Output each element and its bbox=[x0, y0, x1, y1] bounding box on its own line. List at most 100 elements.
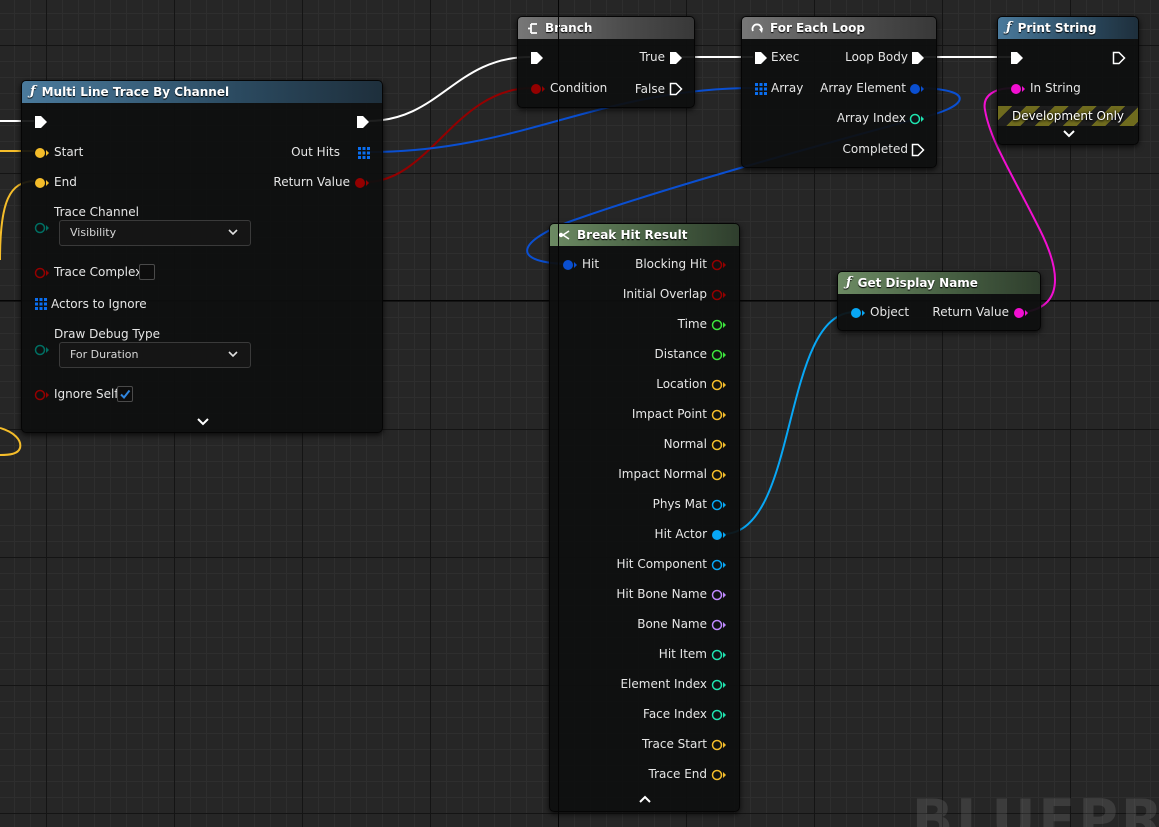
element-index-pin-icon[interactable] bbox=[711, 678, 727, 692]
node-header[interactable]: For Each Loop bbox=[742, 17, 936, 39]
wire-outhits-to-array[interactable] bbox=[369, 87, 756, 153]
bone-name-pin-icon[interactable] bbox=[711, 618, 727, 632]
array-index-pin-icon[interactable] bbox=[909, 112, 925, 126]
draw-debug-type-value: For Duration bbox=[70, 348, 139, 361]
function-icon: ƒ bbox=[846, 275, 852, 290]
node-title: Break Hit Result bbox=[577, 228, 688, 242]
false-exec-pin-icon[interactable] bbox=[669, 82, 683, 96]
wire-offscreen-vector[interactable] bbox=[0, 427, 22, 456]
draw-debug-pin-icon[interactable] bbox=[34, 343, 50, 357]
true-label: True bbox=[639, 50, 666, 64]
completed-pin-icon[interactable] bbox=[911, 143, 925, 157]
object-pin-icon[interactable] bbox=[850, 306, 866, 320]
loop-body-pin-icon[interactable] bbox=[911, 51, 925, 65]
actors-to-ignore-label: Actors to Ignore bbox=[51, 297, 147, 311]
hit-pin-icon[interactable] bbox=[562, 258, 578, 272]
phys-mat-pin-icon[interactable] bbox=[711, 498, 727, 512]
return-value-pin-icon[interactable] bbox=[1013, 306, 1029, 320]
distance-pin-icon[interactable] bbox=[711, 348, 727, 362]
wire-trace-to-branch-exec[interactable] bbox=[367, 56, 531, 122]
array-pin-icon[interactable] bbox=[357, 146, 371, 160]
actors-array-pin-icon[interactable] bbox=[34, 297, 48, 311]
trace-start-pin-icon[interactable] bbox=[711, 738, 727, 752]
impact-normal-pin-icon[interactable] bbox=[711, 468, 727, 482]
node-print-string[interactable]: ƒ Print String In String Development Onl… bbox=[997, 16, 1139, 145]
node-title: Get Display Name bbox=[857, 276, 978, 290]
node-header[interactable]: Break Hit Result bbox=[550, 224, 739, 246]
exec-label: Exec bbox=[771, 50, 800, 64]
bone-name-label: Bone Name bbox=[637, 617, 707, 631]
phys-mat-label: Phys Mat bbox=[652, 497, 707, 511]
wire-element-to-hit[interactable] bbox=[526, 87, 961, 265]
exec-in-pin-icon[interactable] bbox=[1010, 51, 1024, 65]
in-string-pin-icon[interactable] bbox=[1010, 82, 1026, 96]
wire-return-to-condition[interactable] bbox=[365, 87, 533, 183]
true-exec-pin-icon[interactable] bbox=[669, 51, 683, 65]
draw-debug-type-dropdown[interactable]: For Duration bbox=[59, 342, 251, 368]
array-index-label: Array Index bbox=[836, 111, 906, 125]
expand-chevron-icon[interactable] bbox=[1063, 130, 1075, 138]
exec-in-pin-icon[interactable] bbox=[34, 115, 48, 129]
node-header[interactable]: ƒ Get Display Name bbox=[838, 272, 1040, 294]
checkmark-icon bbox=[120, 389, 131, 400]
development-only-banner: Development Only bbox=[998, 106, 1138, 126]
ignore-self-pin-icon[interactable] bbox=[34, 388, 50, 402]
wire-displayname-to-instring[interactable] bbox=[983, 87, 1056, 313]
ignore-self-checkbox[interactable] bbox=[117, 386, 133, 402]
hit-component-pin-icon[interactable] bbox=[711, 558, 727, 572]
collapse-chevron-icon[interactable] bbox=[639, 795, 651, 803]
wire-hitactor-to-object[interactable] bbox=[722, 311, 856, 535]
initial-overlap-pin-icon[interactable] bbox=[711, 288, 727, 302]
exec-in-pin-icon[interactable] bbox=[530, 51, 544, 65]
node-header[interactable]: Branch bbox=[518, 17, 694, 39]
node-for-each-loop[interactable]: For Each Loop Exec Loop Body Array Array… bbox=[741, 16, 937, 168]
normal-pin-icon[interactable] bbox=[711, 438, 727, 452]
chevron-down-icon bbox=[228, 351, 238, 358]
node-title: Multi Line Trace By Channel bbox=[41, 85, 230, 99]
array-label: Array bbox=[771, 81, 804, 95]
node-title: For Each Loop bbox=[770, 21, 865, 35]
exec-out-pin-icon[interactable] bbox=[356, 115, 370, 129]
array-pin-icon[interactable] bbox=[754, 82, 768, 96]
face-index-pin-icon[interactable] bbox=[711, 708, 727, 722]
blocking-hit-pin-icon[interactable] bbox=[711, 258, 727, 272]
trace-channel-dropdown[interactable]: Visibility bbox=[59, 220, 251, 246]
initial-overlap-label: Initial Overlap bbox=[622, 287, 707, 301]
trace-complex-checkbox[interactable] bbox=[139, 264, 155, 280]
function-icon: ƒ bbox=[1006, 20, 1012, 35]
exec-out-pin-icon[interactable] bbox=[1112, 51, 1126, 65]
impact-point-pin-icon[interactable] bbox=[711, 408, 727, 422]
time-pin-icon[interactable] bbox=[711, 318, 727, 332]
hit-bone-name-pin-icon[interactable] bbox=[711, 588, 727, 602]
trace-end-label: Trace End bbox=[648, 767, 707, 781]
trace-channel-pin-icon[interactable] bbox=[34, 221, 50, 235]
chevron-down-icon bbox=[228, 229, 238, 236]
expand-chevron-icon[interactable] bbox=[197, 418, 209, 426]
exec-in-pin-icon[interactable] bbox=[754, 51, 768, 65]
hit-item-label: Hit Item bbox=[658, 647, 707, 661]
node-header[interactable]: ƒ Print String bbox=[998, 17, 1138, 39]
trace-complex-label: Trace Complex bbox=[54, 265, 143, 279]
loop-icon bbox=[751, 23, 763, 33]
function-icon: ƒ bbox=[30, 84, 36, 99]
array-element-pin-icon[interactable] bbox=[909, 82, 925, 96]
hit-label: Hit bbox=[582, 257, 600, 271]
return-value-pin-icon[interactable] bbox=[354, 176, 370, 190]
element-index-label: Element Index bbox=[620, 677, 707, 691]
node-header[interactable]: ƒ Multi Line Trace By Channel bbox=[22, 81, 382, 103]
node-multi-line-trace[interactable]: ƒ Multi Line Trace By Channel Start End … bbox=[21, 80, 383, 433]
node-title: Print String bbox=[1017, 21, 1097, 35]
end-pin-icon[interactable] bbox=[34, 176, 50, 190]
hit-item-pin-icon[interactable] bbox=[711, 648, 727, 662]
hit-actor-pin-icon[interactable] bbox=[711, 528, 727, 542]
node-branch[interactable]: Branch True Condition False bbox=[517, 16, 695, 108]
location-pin-icon[interactable] bbox=[711, 378, 727, 392]
start-pin-icon[interactable] bbox=[34, 146, 50, 160]
node-get-display-name[interactable]: ƒ Get Display Name Object Return Value bbox=[837, 271, 1041, 331]
return-value-label: Return Value bbox=[932, 305, 1009, 319]
condition-pin-icon[interactable] bbox=[530, 82, 546, 96]
trace-end-pin-icon[interactable] bbox=[711, 768, 727, 782]
trace-complex-pin-icon[interactable] bbox=[34, 266, 50, 280]
